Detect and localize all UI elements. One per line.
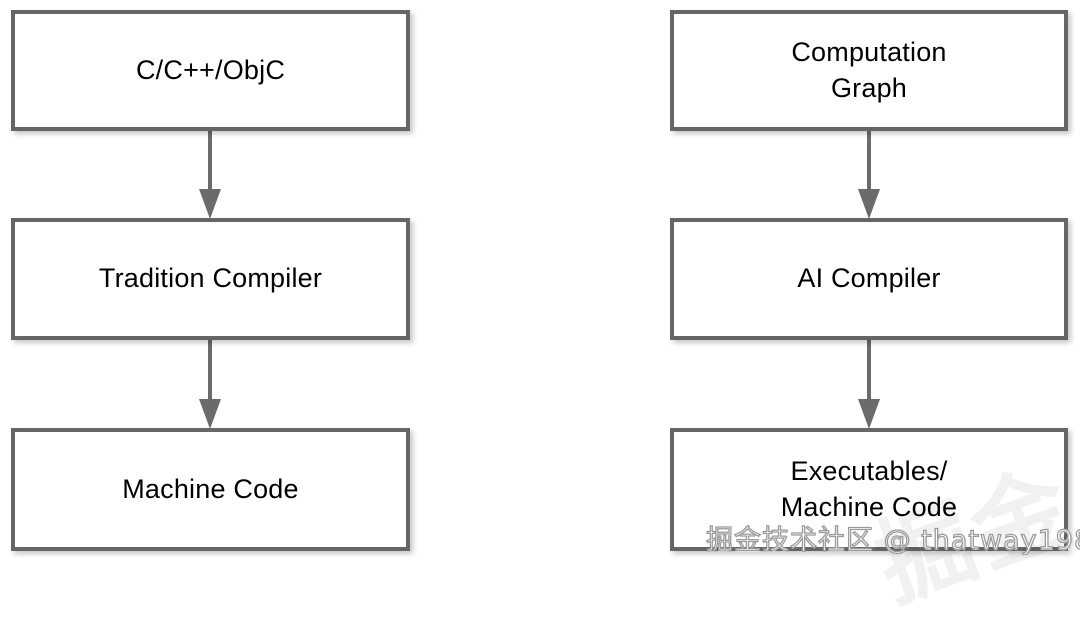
arrow-head-icon: [199, 189, 221, 219]
arrow-head-icon: [199, 399, 221, 429]
node-tradition-compiler[interactable]: Tradition Compiler: [11, 218, 410, 340]
arrow-ai-compiler-to-executables: [857, 340, 881, 429]
node-computation-graph[interactable]: Computation Graph: [670, 10, 1068, 131]
node-machine-code-label: Machine Code: [122, 473, 299, 504]
node-executables-label: Executables/ Machine Code: [780, 455, 958, 522]
arrow-stem: [867, 131, 871, 189]
node-source-code[interactable]: C/C++/ObjC: [11, 10, 410, 131]
arrow-source-code-to-tradition-compiler: [198, 131, 222, 219]
arrow-stem: [208, 131, 212, 189]
node-executables[interactable]: Executables/ Machine Code: [670, 428, 1068, 551]
node-ai-compiler-label: AI Compiler: [797, 263, 941, 294]
node-source-code-label: C/C++/ObjC: [135, 54, 286, 85]
node-computation-graph-label: Computation Graph: [791, 36, 947, 103]
node-tradition-compiler-label: Tradition Compiler: [98, 263, 323, 294]
node-machine-code[interactable]: Machine Code: [11, 428, 410, 551]
arrow-tradition-compiler-to-machine-code: [198, 340, 222, 429]
arrow-stem: [208, 340, 212, 399]
node-ai-compiler[interactable]: AI Compiler: [670, 218, 1068, 340]
arrow-stem: [867, 340, 871, 399]
flowchart-diagram: C/C++/ObjC Tradition Compiler Machine Co…: [11, 10, 1068, 551]
arrow-head-icon: [858, 189, 880, 219]
arrow-computation-graph-to-ai-compiler: [857, 131, 881, 219]
arrow-head-icon: [858, 399, 880, 429]
